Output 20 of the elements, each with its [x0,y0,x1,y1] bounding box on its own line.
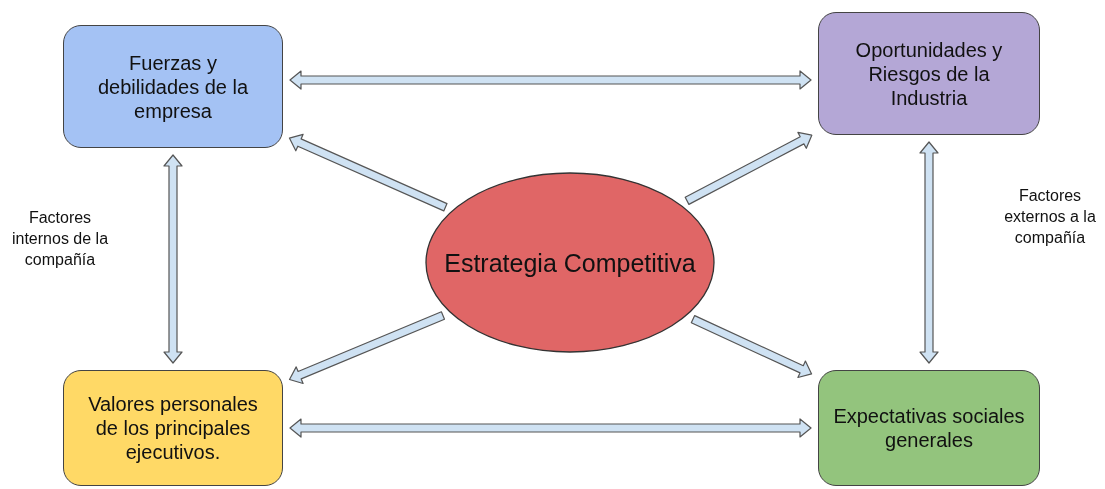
node-text: Estrategia Competitiva [444,247,696,278]
block-arrow [288,133,448,212]
block-arrow [919,141,939,364]
block-arrow [690,315,813,379]
node-text: Valores personales de los principales ejecutivos. [87,392,259,464]
ellipse-node [425,172,715,353]
node-text: Expectativas sociales generales [833,404,1025,452]
rounded-box [818,370,1040,486]
block-arrow [289,418,812,438]
block-arrow [684,131,813,205]
rounded-box [63,370,283,486]
node-text: Oportunidades y Riesgos de la Industria [854,37,1004,110]
node-text: Fuerzas y debilidades de la empresa [96,50,250,123]
rounded-box [818,12,1040,135]
side-note: Factores internos de la compañía [10,208,110,270]
block-arrow [289,70,812,90]
rounded-box [63,25,283,148]
block-arrow [163,154,183,364]
side-note: Factores externos a la compañía [1003,186,1097,248]
block-arrow [288,311,446,385]
